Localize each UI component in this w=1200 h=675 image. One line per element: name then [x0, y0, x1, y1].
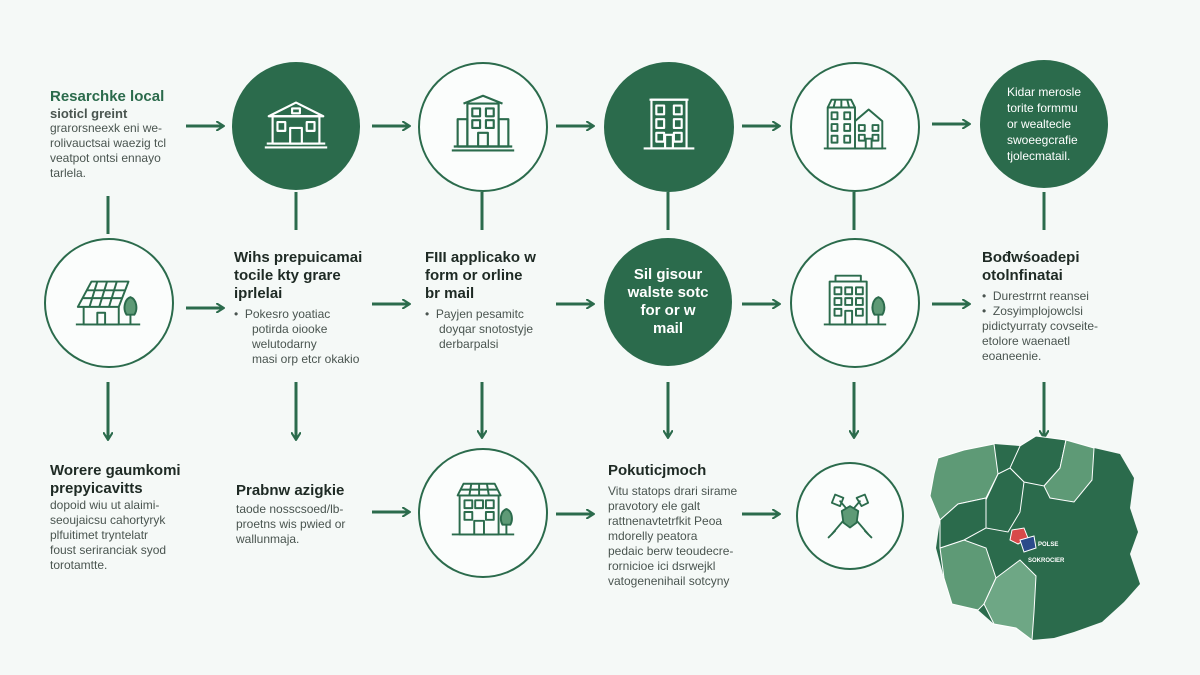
step-line: Vitu statops drari sirame	[608, 484, 738, 498]
step-title: Worere gaumkomi	[50, 462, 181, 479]
step-benefits: Bođwśoadepi otolnfinatai • Durestrrnt re…	[982, 249, 1098, 364]
intro-line: rolivauctsai waezig tcl	[50, 136, 167, 150]
step-line: wallunmaja.	[236, 532, 300, 546]
intro-text-block: Resarchke local sioticl greint grarorsne…	[50, 88, 166, 181]
step-line: etolore waenaetl	[982, 334, 1071, 348]
step-bullet: • Pokesro yoatiac	[234, 307, 331, 321]
step-title: otolnfinatai	[982, 267, 1063, 284]
node-town-hall	[232, 62, 360, 190]
step-apply: FIII applicako w form or orline br mail …	[425, 249, 536, 352]
region-west-central	[939, 497, 987, 549]
intro-title: Resarchke local	[50, 88, 165, 105]
step-line: torotamtte.	[50, 558, 108, 572]
step-line: potirda oiooke	[252, 322, 328, 336]
step-monitoring: Pokuticjmoch Vitu statops drari sirame p…	[608, 462, 737, 589]
step-line: doyqar snotostyje	[439, 322, 534, 336]
step-line: pravotory ele galt	[608, 499, 701, 513]
step-line: proetns wis pwied or	[236, 517, 346, 531]
intro-line: sioticl greint	[50, 106, 128, 121]
city-buildings-icon	[823, 98, 887, 150]
step-line: mdorelly peatora	[608, 529, 698, 543]
solar-panel-house-icon	[75, 280, 141, 326]
step-title: tocile kty grare	[234, 267, 341, 284]
node-solar-building	[418, 448, 548, 578]
step-title: FIII applicako w	[425, 249, 536, 266]
node-submit: Sil gisour walste sotc for or w mail	[604, 238, 732, 366]
step-review: Prabnw azigkie taode nosscsoed/lb- proet…	[236, 482, 345, 547]
end-line: or wealtecle	[1006, 117, 1072, 131]
step-title: Pokuticjmoch	[608, 462, 707, 479]
node-text-line: mail	[652, 320, 683, 337]
step-line: seoujaicsu cahortyryk	[50, 513, 166, 527]
step-line: welutodarny	[252, 337, 317, 351]
region-south	[983, 559, 1037, 641]
node-tools	[796, 462, 904, 570]
step-line: taode nosscsoed/lb-	[236, 502, 344, 516]
crossed-tools-icon	[827, 493, 873, 539]
step-line: eoaneenie.	[982, 349, 1042, 363]
end-line: torite formmu	[1006, 101, 1078, 115]
end-line: swoeegcrafie	[1006, 133, 1078, 147]
office-with-tree-icon	[823, 274, 887, 326]
step-title: Prabnw azigkie	[236, 482, 345, 499]
map-label: POLSE	[1038, 542, 1058, 548]
region-north-east	[1043, 439, 1095, 503]
step-line: vatogenenihail sotcyny	[608, 574, 730, 588]
step-title: iprlelai	[234, 285, 283, 302]
node-text-line: Sil gisour	[633, 266, 703, 283]
node-end-info: Kidar merosle torite formmu or wealtecle…	[980, 60, 1108, 188]
intro-line: tarlela.	[50, 166, 87, 180]
step-line: derbarpalsi	[439, 337, 499, 351]
poland-map: POLSE SOKROCIER	[929, 435, 1140, 641]
step-title: Wihs prepuicamai	[234, 249, 363, 266]
step-bullet: • Durestrrnt reansei	[982, 289, 1089, 303]
node-solar-house	[44, 238, 174, 368]
step-line: pedaic berw teoudecre-	[608, 544, 734, 558]
node-city-buildings	[790, 62, 920, 192]
node-office-tree	[790, 238, 920, 368]
node-text-line: for or w	[640, 302, 696, 319]
step-documents: Worere gaumkomi prepyicavitts dopoid wiu…	[50, 462, 181, 573]
step-line: masi orp etcr okakio	[252, 352, 360, 366]
step-line: rattnenavtetrfkit Peoa	[608, 514, 723, 528]
step-line: plfuitimet tryntelatr	[50, 528, 149, 542]
step-line: rornicioe ici dsrwejkl	[608, 559, 716, 573]
intro-line: veatpot ontsi ennayo	[50, 151, 161, 165]
step-title: Bođwśoadepi	[982, 249, 1080, 266]
intro-line: grarorsneexk eni we-	[50, 121, 163, 135]
end-line: Kidar merosle	[1006, 85, 1082, 99]
office-building-icon	[451, 94, 515, 152]
step-bullet: • Zosyimplojowclsi	[982, 304, 1083, 318]
step-eligibility: Wihs prepuicamai tocile kty grare iprlel…	[234, 249, 362, 367]
town-hall-icon	[264, 101, 328, 149]
step-bullet: • Payjen pesamitc	[425, 307, 524, 321]
step-line: foust seriranciak syod	[50, 543, 167, 557]
step-title: br mail	[425, 285, 475, 302]
node-office-building	[418, 62, 548, 192]
node-apartment-building	[604, 62, 734, 192]
step-line: dopoid wiu ut alaimi-	[50, 498, 160, 512]
solar-building-icon	[451, 482, 515, 536]
node-text-line: walste sotc	[627, 284, 709, 301]
region-capital-south	[1019, 535, 1037, 553]
apartment-building-icon	[643, 98, 695, 150]
step-title: prepyicavitts	[50, 480, 143, 497]
map-label: SOKROCIER	[1028, 558, 1065, 564]
end-line: tjolecmatail.	[1006, 149, 1071, 163]
step-line: pidictyurraty covseite-	[982, 319, 1099, 333]
step-title: form or orline	[425, 267, 523, 284]
